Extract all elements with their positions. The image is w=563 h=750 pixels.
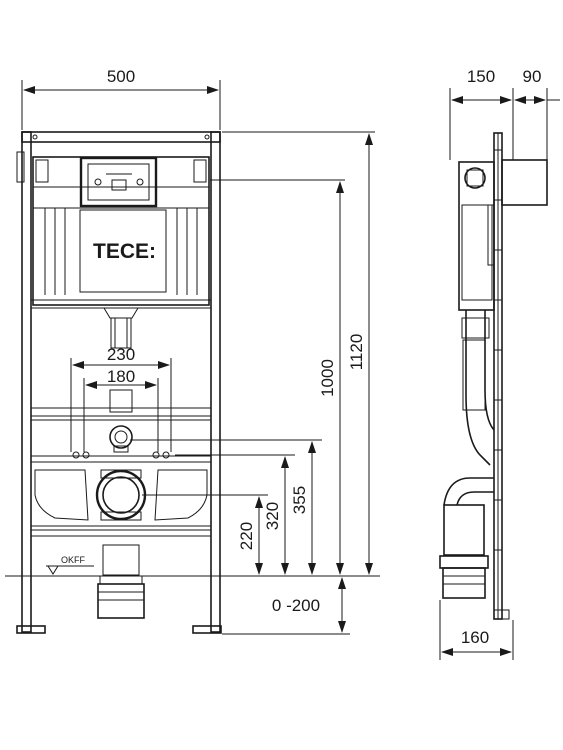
dim-width: 500	[21, 67, 221, 130]
side-drain-bend	[443, 504, 485, 556]
front-view-frame	[16, 131, 222, 634]
cistern	[30, 156, 212, 309]
side-view	[439, 132, 548, 620]
okff-label: OKFF	[61, 555, 86, 565]
dim-220-value: 220	[237, 522, 256, 550]
dim-230-value: 230	[107, 345, 135, 364]
dim-width-value: 500	[107, 67, 135, 86]
dim-180-value: 180	[107, 367, 135, 386]
supply-connection	[109, 425, 133, 453]
frame-right-post	[210, 131, 221, 633]
cross-rail-upper	[30, 407, 212, 417]
drain-pipe	[97, 544, 145, 619]
logo-panel	[79, 209, 167, 293]
inspection-frame	[79, 156, 158, 208]
frame-left-post	[21, 131, 32, 633]
dim-180: 180	[83, 367, 159, 452]
dim-1120-value: 1120	[347, 334, 366, 371]
frame-right-foot	[192, 625, 222, 634]
dim-side-90-value: 90	[523, 67, 542, 86]
dim-1000: 1000	[318, 181, 344, 575]
brand-logo: TECE:	[93, 240, 156, 263]
side-cistern	[458, 161, 495, 311]
okff-marker	[47, 565, 59, 575]
dim-1120: 1120	[347, 133, 373, 575]
dim-320-value: 320	[263, 502, 282, 530]
dim-230: 230	[70, 345, 172, 452]
dim-355: 355	[290, 441, 316, 575]
side-wall-box	[501, 159, 548, 206]
cross-rail-plate	[30, 419, 212, 457]
flush-pipe	[103, 307, 139, 413]
dim-side-160-value: 160	[461, 628, 489, 647]
dim-1000-value: 1000	[318, 359, 337, 397]
dim-side-top: 150 90	[449, 67, 560, 160]
dim-355-value: 355	[290, 486, 309, 514]
cistern-body	[32, 156, 210, 306]
dim-floor-adjust: 0 -200	[272, 577, 346, 633]
dim-side-150-value: 150	[467, 67, 495, 86]
dim-220: 220	[237, 496, 263, 575]
dim-320: 320	[263, 456, 289, 575]
frame-left-foot	[16, 625, 46, 634]
dim-floor-adjust-value: 0 -200	[272, 596, 320, 615]
dim-side-bottom: 160	[439, 600, 514, 660]
bolt-holes	[72, 451, 170, 459]
pan-connection	[30, 461, 212, 527]
frame-top-rail	[21, 131, 221, 143]
